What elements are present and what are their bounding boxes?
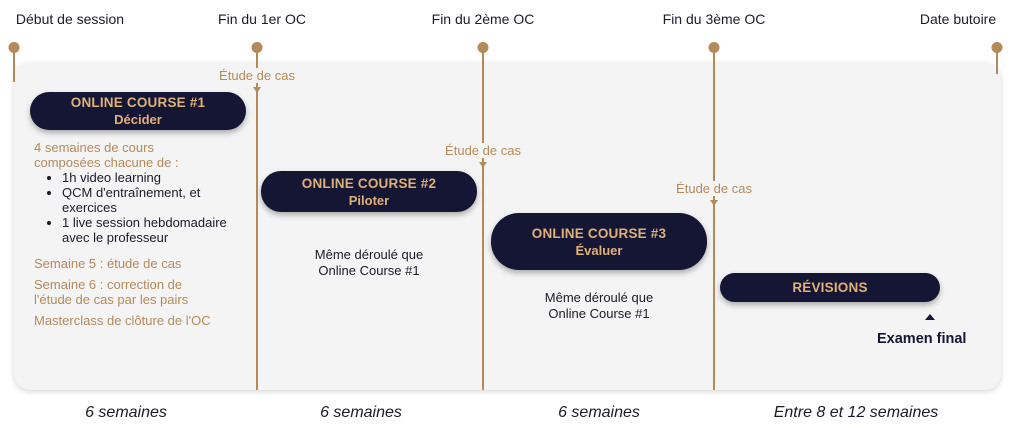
course-2-title: ONLINE COURSE #2 <box>301 175 437 191</box>
case-study-label-oc3: Étude de cas <box>675 181 753 196</box>
course-1-masterclass: Masterclass de clôture de l'OC <box>34 313 211 328</box>
course-1-bullets: 1h video learning QCM d'entraînement, et… <box>34 170 249 245</box>
duration-oc3: 6 semaines <box>558 404 640 421</box>
milestone-end-oc3-label: Fin du 3ème OC <box>662 11 766 27</box>
course-3-title: ONLINE COURSE #3 <box>531 225 667 241</box>
final-exam-arrow-icon <box>925 314 935 320</box>
case-study-arrow-oc1 <box>253 87 261 93</box>
revisions-title: RÉVISIONS <box>792 280 868 295</box>
course-3-note-line2: Online Course #1 <box>548 306 650 321</box>
course-1-title: ONLINE COURSE #1 <box>70 95 206 110</box>
milestone-end-oc2-label: Fin du 2ème OC <box>431 11 535 27</box>
course-2-pill: ONLINE COURSE #2 Piloter <box>261 171 477 212</box>
course-1-bullet: QCM d'entraînement, et exercices <box>62 185 249 215</box>
course-1-details: 4 semaines de cours composées chacune de… <box>34 140 249 328</box>
final-exam-label: Examen final <box>877 331 967 347</box>
milestone-start-dot <box>8 42 20 53</box>
course-1-intro-line1: 4 semaines de cours <box>34 140 154 155</box>
milestone-end-oc3-dot <box>708 42 720 53</box>
duration-oc1: 6 semaines <box>85 404 167 421</box>
divider-oc1 <box>256 50 258 390</box>
divider-oc2 <box>482 50 484 390</box>
course-2-subtitle: Piloter <box>348 192 390 208</box>
course-1-week6: Semaine 6 : correction de l'étude de cas… <box>34 277 189 307</box>
milestone-end-oc1-dot <box>251 42 263 53</box>
course-1-intro-line2: composées chacune de : <box>34 155 179 170</box>
course-3-note-line1: Même déroulé que <box>544 290 654 305</box>
case-study-arrow-oc2 <box>479 162 487 168</box>
case-study-label-oc2: Étude de cas <box>444 143 522 158</box>
duration-revisions: Entre 8 et 12 semaines <box>773 404 939 421</box>
course-1-subtitle: Décider <box>114 112 162 127</box>
milestone-end-oc2-dot <box>477 42 489 53</box>
milestone-deadline-label: Date butoire <box>919 11 997 27</box>
milestone-deadline-dot <box>991 42 1003 53</box>
milestone-start-stub <box>13 50 15 82</box>
divider-oc3 <box>713 50 715 390</box>
course-2-note: Même déroulé que Online Course #1 <box>269 247 469 279</box>
case-study-label-oc1: Étude de cas <box>218 68 296 83</box>
course-1-week5: Semaine 5 : étude de cas <box>34 256 182 271</box>
milestone-deadline-stub <box>996 50 998 74</box>
course-1-bullet: 1 live session hebdomadaire avec le prof… <box>62 215 249 245</box>
milestone-end-oc1-label: Fin du 1er OC <box>218 11 306 27</box>
course-2-note-line1: Même déroulé que <box>314 247 424 262</box>
course-3-note: Même déroulé que Online Course #1 <box>499 290 699 322</box>
course-2-note-line2: Online Course #1 <box>318 263 420 278</box>
course-3-subtitle: Évaluer <box>575 242 623 258</box>
revisions-pill: RÉVISIONS <box>720 273 940 302</box>
course-1-pill: ONLINE COURSE #1 Décider <box>30 92 246 130</box>
course-3-pill: ONLINE COURSE #3 Évaluer <box>491 213 707 270</box>
milestone-start-label: Début de session <box>15 11 125 27</box>
course-1-bullet: 1h video learning <box>62 170 249 185</box>
case-study-arrow-oc3 <box>710 200 718 206</box>
duration-oc2: 6 semaines <box>320 404 402 421</box>
